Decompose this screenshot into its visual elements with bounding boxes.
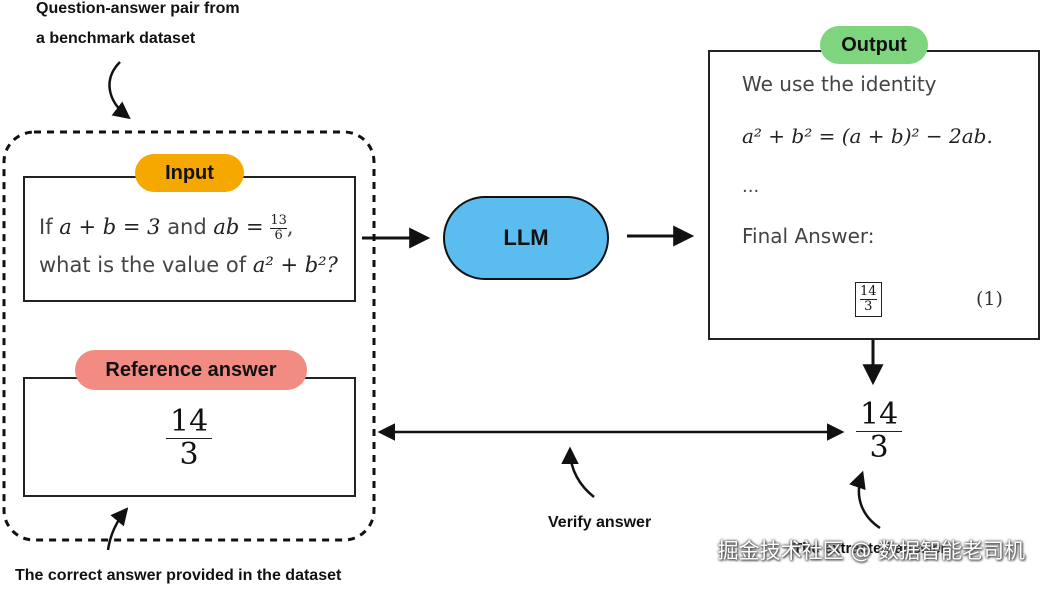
question-if: If	[39, 215, 53, 239]
pointer-verify-annotation	[561, 446, 595, 498]
reference-denominator: 3	[166, 438, 213, 471]
output-identity-equation: a² + b² = (a + b)² − 2ab.	[742, 124, 993, 148]
question-line-1: If a + b = 3 and ab = 13 6 ,	[39, 208, 338, 246]
annotation-dataset-title: Question-answer pair from a benchmark da…	[36, 0, 240, 54]
reference-numerator: 14	[170, 404, 209, 439]
reference-fraction: 14 3	[166, 404, 213, 471]
extracted-numerator: 14	[860, 397, 899, 432]
question-line-2: what is the value of a² + b²?	[39, 246, 338, 284]
output-box: We use the identity a² + b² = (a + b)² −…	[708, 50, 1040, 340]
annotation-line-1: Question-answer pair from	[36, 0, 240, 17]
expression-sum-squares: a² + b²?	[252, 253, 338, 277]
equation-product: ab =	[213, 215, 264, 239]
annotation-extracted-answer: The extracted answer	[793, 540, 947, 557]
pointer-bottom-left-annotation	[106, 507, 129, 551]
annotation-line-2: a benchmark dataset	[36, 30, 196, 47]
equation-sum: a + b = 3	[59, 215, 161, 239]
extracted-denominator: 3	[856, 431, 903, 464]
output-label-pill: Output	[820, 26, 928, 64]
input-label-pill: Input	[135, 154, 244, 192]
question-and: and	[167, 215, 207, 239]
fraction-denominator: 6	[270, 227, 287, 243]
output-boxed-numerator: 14	[860, 284, 877, 299]
annotation-verify-answer: Verify answer	[548, 514, 652, 531]
question-comma: ,	[286, 215, 294, 239]
fraction-13-6: 13 6	[270, 212, 287, 243]
output-boxed-denominator: 3	[860, 299, 877, 314]
reference-label-pill: Reference answer	[75, 350, 307, 390]
question-text: what is the value of	[39, 253, 247, 277]
pointer-extracted-annotation	[849, 470, 881, 530]
pointer-top-annotation	[108, 61, 131, 120]
output-equation-number: (1)	[976, 288, 1003, 310]
llm-node: LLM	[443, 196, 609, 280]
output-line-identity-intro: We use the identity	[742, 72, 937, 96]
output-ellipsis: ...	[742, 176, 760, 197]
reference-answer-box: 14 3	[23, 377, 356, 497]
input-box: If a + b = 3 and ab = 13 6 , what is the…	[23, 176, 356, 302]
extracted-answer-fraction: 14 3	[856, 397, 903, 464]
output-final-answer-label: Final Answer:	[742, 224, 875, 248]
output-boxed-fraction: 14 3	[860, 285, 877, 314]
watermark-text: 掘金技术社区 @ 数据智能老司机	[717, 539, 1025, 563]
input-question: If a + b = 3 and ab = 13 6 , what is the…	[39, 208, 338, 284]
annotation-correct-answer: The correct answer provided in the datas…	[15, 567, 342, 584]
fraction-numerator: 13	[270, 212, 287, 228]
output-boxed-answer: 14 3	[855, 282, 882, 317]
